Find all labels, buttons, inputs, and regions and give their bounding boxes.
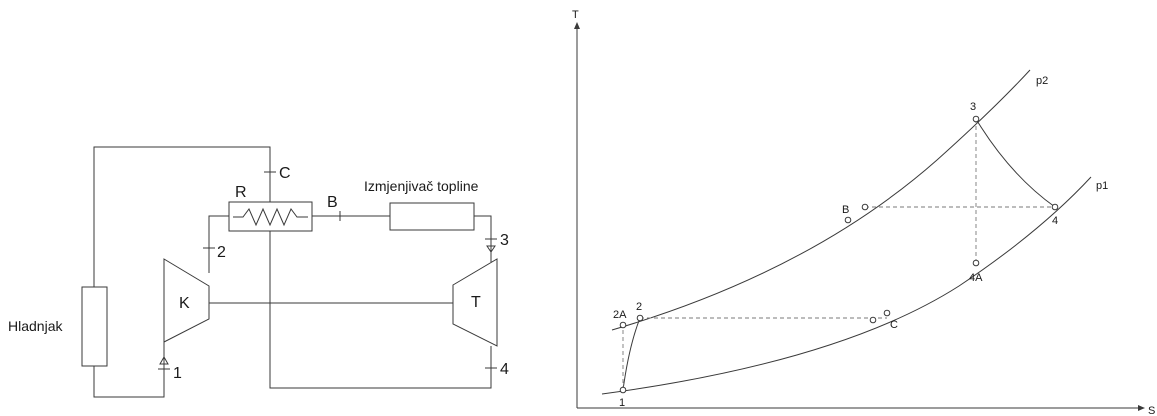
state-point-b-right: [861, 203, 869, 211]
state-label-2: 2: [636, 301, 642, 313]
pipe-compressor-to-r: [208, 215, 229, 273]
pipe-exchanger-to-turbine: [474, 215, 492, 262]
state-point-4a: [972, 259, 980, 267]
node-label-1: 1: [173, 365, 182, 382]
state-label-2a: 2A: [613, 309, 627, 321]
state-point-c-left: [869, 316, 877, 324]
node-label-c: C: [279, 165, 291, 182]
state-label-4a: 4A: [969, 272, 983, 284]
state-point-2a: [619, 321, 627, 329]
state-point-c-right: [883, 309, 891, 317]
compressor-label: K: [179, 295, 190, 312]
state-point-2: [636, 314, 644, 322]
x-axis-label: S: [1148, 405, 1155, 416]
pipe-cooler-to-compressor: [93, 342, 165, 398]
x-axis-arrow: [1138, 405, 1145, 411]
ts-diagram: T S p2 p1 1 2A 2 B 3 4 4A C: [572, 9, 1155, 416]
state-point-4: [1051, 203, 1059, 211]
state-label-3: 3: [970, 101, 976, 113]
isobar-p2-label: p2: [1036, 75, 1048, 87]
node-label-b: B: [327, 194, 338, 211]
state-label-4: 4: [1052, 215, 1058, 227]
state-point-b-left: [844, 216, 852, 224]
process-3-4: [975, 118, 1056, 208]
isobar-p2: [611, 69, 1031, 331]
process-1-2: [622, 317, 641, 391]
regenerator-label: R: [235, 184, 247, 201]
pipe-c-to-4: [269, 231, 492, 389]
cooler-box: [81, 286, 108, 367]
regenerator-coil: [233, 207, 308, 227]
compressor-shape: [163, 258, 210, 343]
cooler-label: Hladnjak: [8, 318, 63, 334]
heat-exchanger-box: [389, 202, 475, 231]
state-label-c: C: [890, 319, 898, 331]
cycle-schematic: Hladnjak K T R Izmjenjivač topline: [8, 146, 509, 398]
heat-exchanger-label: Izmjenjivač topline: [364, 178, 479, 194]
state-label-1: 1: [619, 397, 625, 409]
node-label-2: 2: [217, 244, 226, 261]
y-axis-label: T: [572, 9, 579, 21]
node-label-4: 4: [500, 361, 509, 378]
state-point-3: [972, 115, 980, 123]
turbine-shape: [452, 258, 498, 347]
isobar-p1-label: p1: [1096, 180, 1108, 192]
state-label-b: B: [842, 204, 849, 216]
pipe-cooler-to-c: [93, 146, 271, 287]
y-axis-arrow: [574, 22, 580, 29]
node-3-arrow: [486, 245, 496, 253]
node-1-arrow: [159, 355, 169, 365]
turbine-label: T: [471, 294, 481, 311]
isobar-p1: [601, 176, 1092, 395]
node-label-3: 3: [500, 232, 509, 249]
state-point-1: [619, 386, 627, 394]
